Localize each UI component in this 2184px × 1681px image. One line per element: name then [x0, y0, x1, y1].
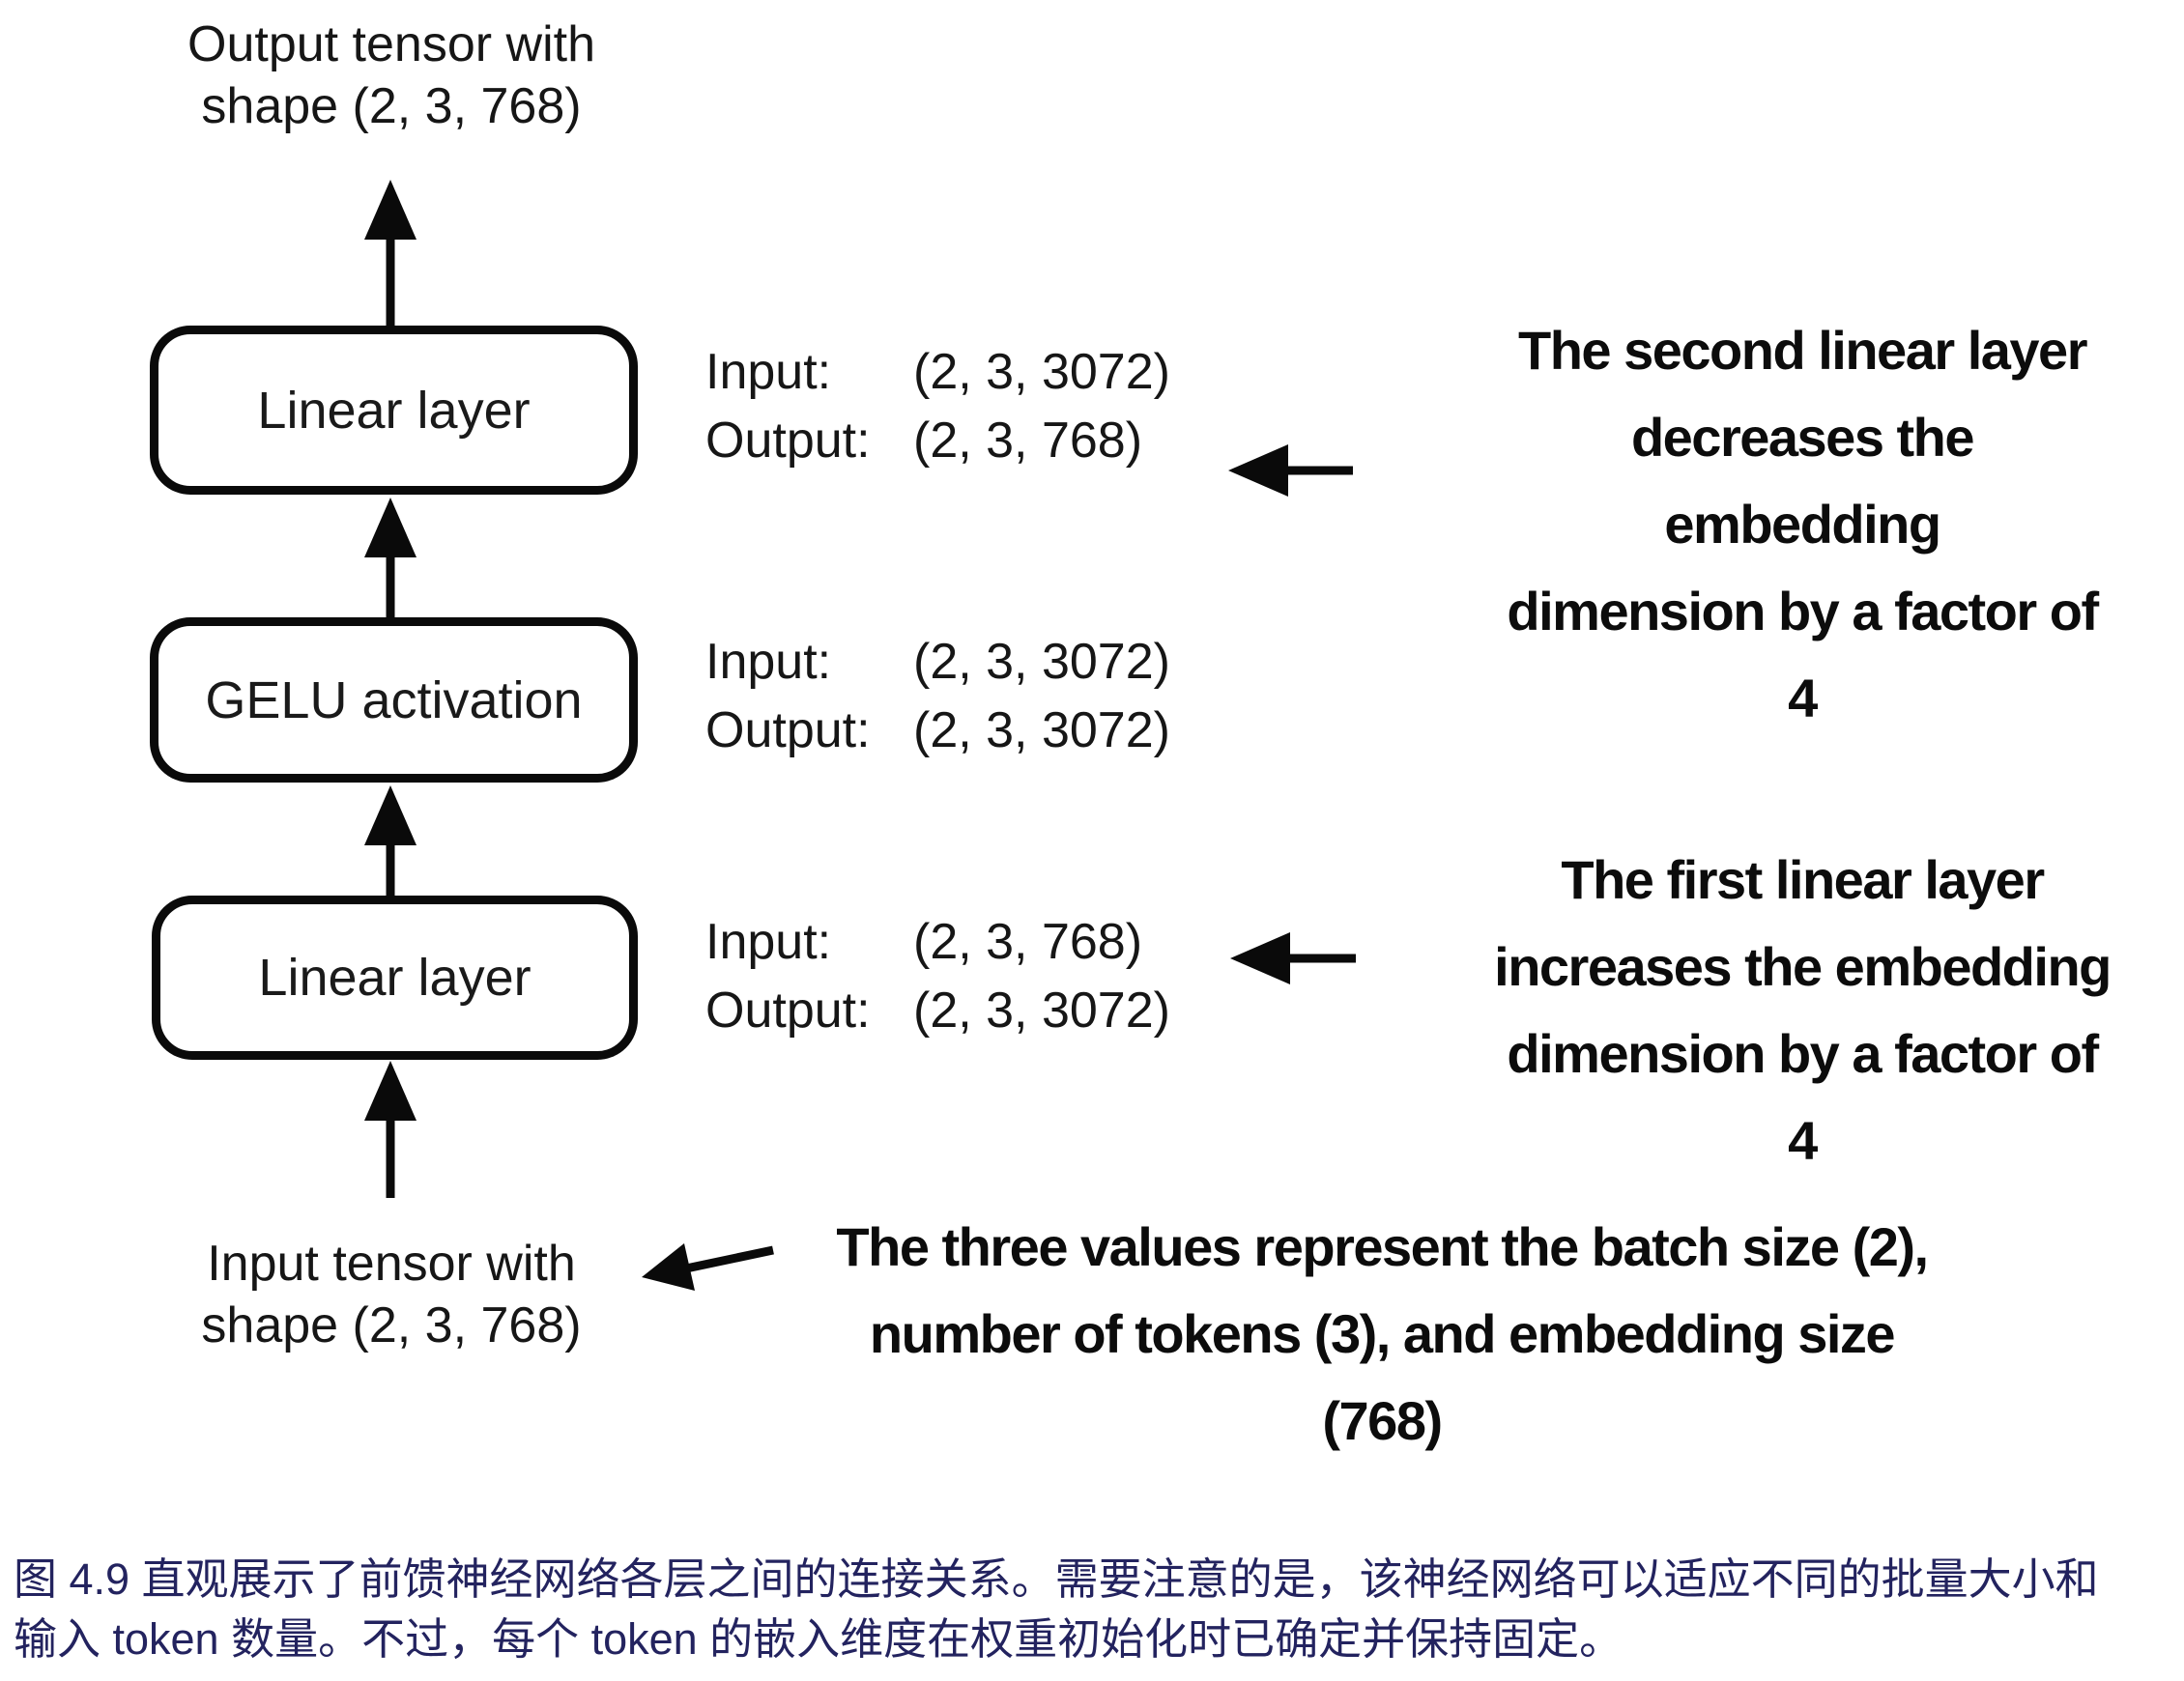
io-output-value: (2, 3, 3072) — [913, 983, 1170, 1039]
input-tensor-label-line2: shape (2, 3, 768) — [201, 1297, 582, 1353]
io-output-key: Output: — [705, 702, 871, 758]
annotation-line: The three values represent the batch siz… — [836, 1216, 1929, 1277]
io-input-key: Input: — [705, 344, 832, 400]
figure-caption-line2: 输入 token 数量。不过，每个 token 的嵌入维度在权重初始化时已确定并… — [14, 1614, 1624, 1664]
up-arrow-gelu-to-linear2 — [364, 498, 417, 617]
io-input-value: (2, 3, 768) — [913, 914, 1143, 970]
annotation-line: number of tokens (3), and embedding size — [869, 1303, 1896, 1364]
figure-caption-line1: 图 4.9 直观展示了前馈神经网络各层之间的连接关系。需要注意的是，该神经网络可… — [14, 1554, 2099, 1604]
annotation-line: increases the embedding — [1494, 936, 2112, 997]
io-output-row: Output: (2, 3, 3072) — [705, 977, 1170, 1045]
io-output-key: Output: — [705, 983, 871, 1039]
io-shapes-second-linear: Input: (2, 3, 3072) Output: (2, 3, 768) — [705, 338, 1170, 475]
linear-layer-box-first-label: Linear layer — [258, 949, 532, 1007]
io-output-value: (2, 3, 3072) — [913, 702, 1170, 758]
io-input-row: Input: (2, 3, 768) — [705, 908, 1170, 977]
linear-layer-box-first: Linear layer — [152, 896, 638, 1060]
up-arrow-input-to-linear1 — [364, 1061, 417, 1198]
up-arrow-to-output — [364, 180, 417, 326]
linear-layer-box-second: Linear layer — [150, 326, 638, 495]
annotation-line: (768) — [1322, 1390, 1443, 1451]
io-shapes-first-linear: Input: (2, 3, 768) Output: (2, 3, 3072) — [705, 908, 1170, 1045]
annotation-line: The first linear layer — [1561, 849, 2045, 910]
io-input-key: Input: — [705, 634, 832, 690]
gelu-activation-box-label: GELU activation — [205, 670, 583, 729]
up-arrow-linear1-to-gelu — [364, 785, 417, 896]
io-output-row: Output: (2, 3, 3072) — [705, 697, 1170, 765]
io-shapes-gelu: Input: (2, 3, 3072) Output: (2, 3, 3072) — [705, 628, 1170, 765]
annotation-first-linear: The first linear layer increases the emb… — [1488, 837, 2116, 1184]
io-input-row: Input: (2, 3, 3072) — [705, 338, 1170, 407]
gelu-activation-box: GELU activation — [150, 617, 638, 783]
annotation-line: The second linear layer — [1518, 320, 2087, 381]
io-input-value: (2, 3, 3072) — [913, 344, 1170, 400]
output-tensor-label-line1: Output tensor with — [187, 16, 595, 72]
annotation-second-linear: The second linear layer decreases the em… — [1488, 307, 2116, 742]
annotation-line: decreases the embedding — [1630, 407, 1975, 555]
left-arrow-first-linear — [1230, 932, 1356, 984]
io-output-row: Output: (2, 3, 768) — [705, 407, 1170, 475]
io-input-value: (2, 3, 3072) — [913, 634, 1170, 690]
annotation-line: dimension by a factor of 4 — [1507, 581, 2099, 728]
linear-layer-box-second-label: Linear layer — [257, 381, 531, 440]
annotation-line: dimension by a factor of 4 — [1507, 1023, 2099, 1171]
io-input-row: Input: (2, 3, 3072) — [705, 628, 1170, 697]
annotation-tensor-values: The three values represent the batch siz… — [802, 1204, 1962, 1465]
io-input-key: Input: — [705, 914, 832, 970]
output-tensor-label: Output tensor with shape (2, 3, 768) — [106, 14, 676, 137]
left-arrow-second-linear — [1228, 444, 1353, 497]
io-output-key: Output: — [705, 413, 871, 469]
output-tensor-label-line2: shape (2, 3, 768) — [201, 78, 582, 134]
figure-caption: 图 4.9 直观展示了前馈神经网络各层之间的连接关系。需要注意的是，该神经网络可… — [14, 1550, 2170, 1669]
input-tensor-label: Input tensor with shape (2, 3, 768) — [106, 1233, 676, 1356]
io-output-value: (2, 3, 768) — [913, 413, 1143, 469]
input-tensor-label-line1: Input tensor with — [207, 1236, 576, 1292]
